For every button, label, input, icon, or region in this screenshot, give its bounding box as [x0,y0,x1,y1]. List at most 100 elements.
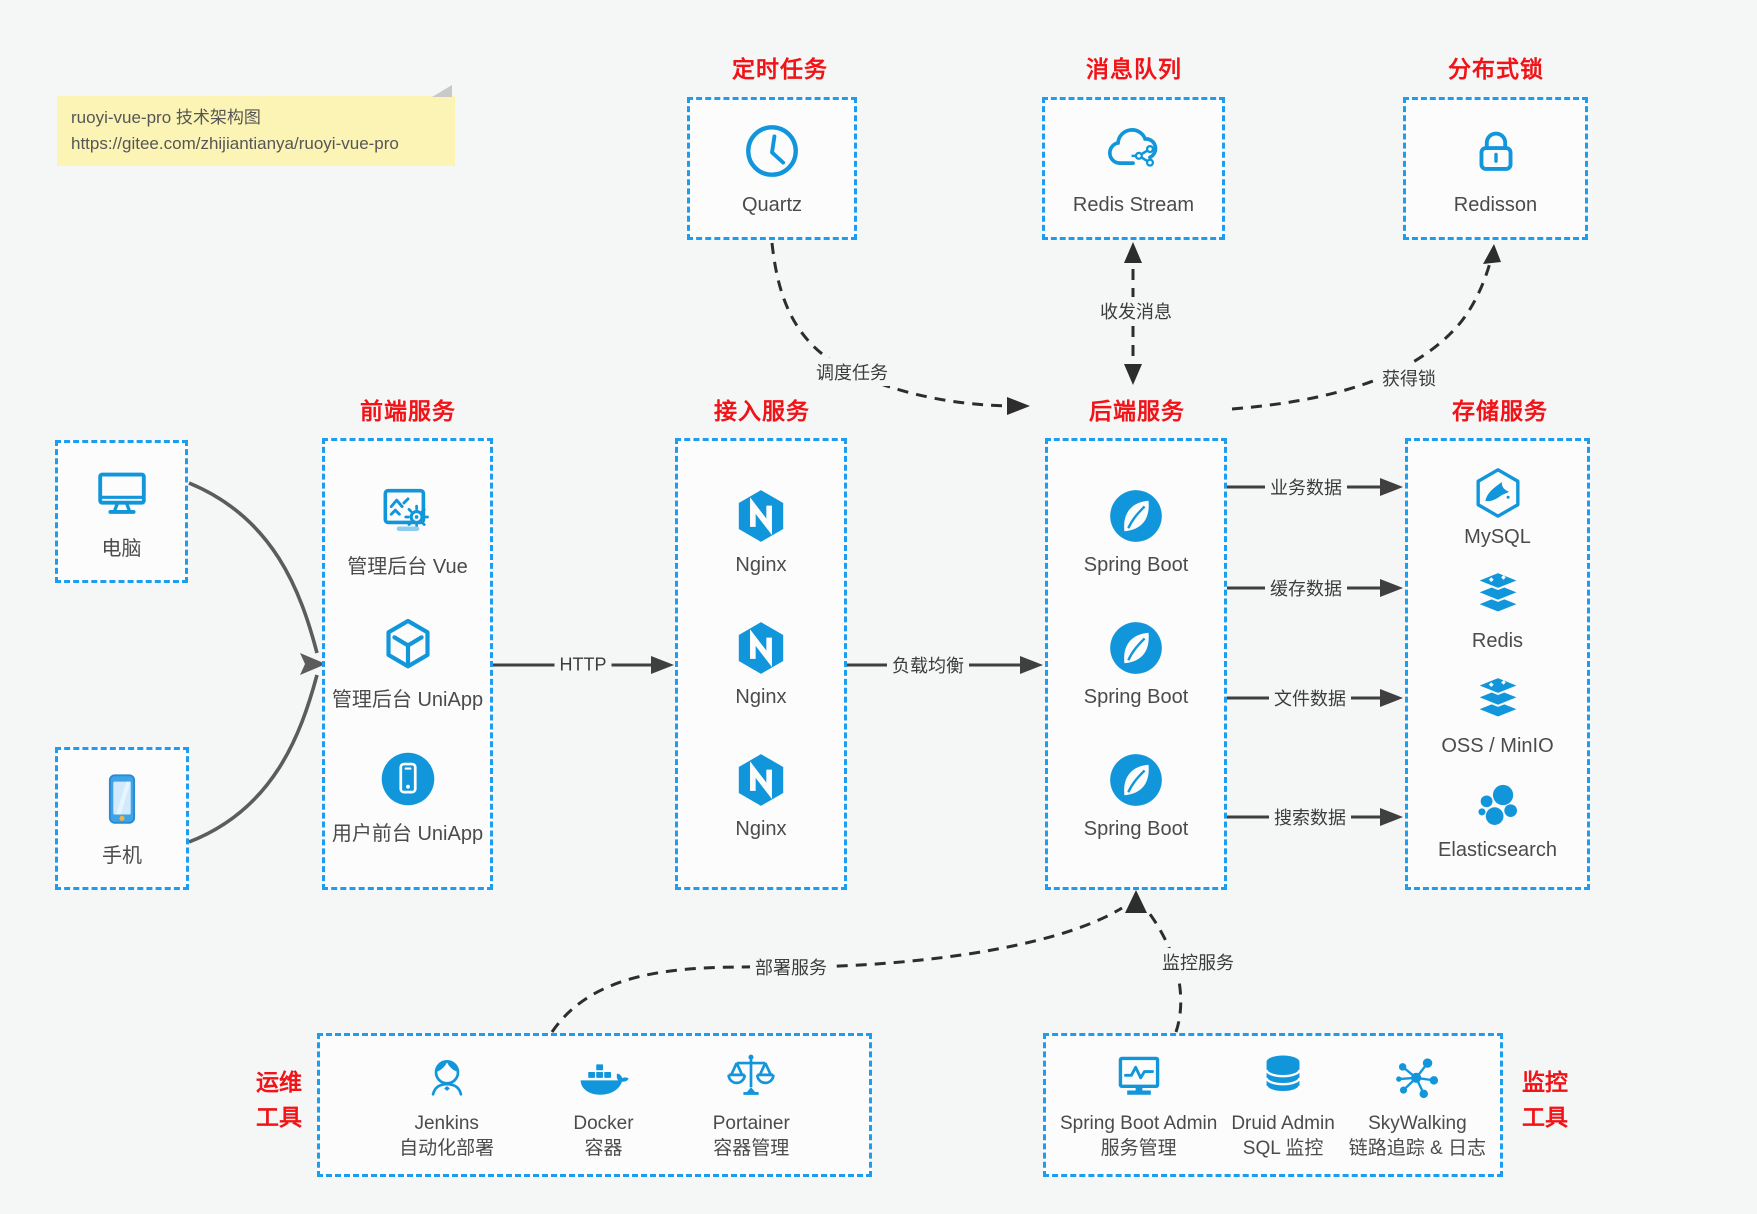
redis-stream-label: Redis Stream [1072,194,1195,216]
item-label: Elasticsearch [1438,838,1557,861]
jenkins-icon [420,1050,474,1104]
mysql-icon [1471,466,1525,520]
item-label: MySQL [1464,526,1531,549]
ops-item-docker: Docker 容器 [573,1050,634,1161]
redisson-label: Redisson [1453,194,1538,216]
item-label: Nginx [735,554,787,576]
item-name: SkyWalking [1368,1112,1467,1134]
pc-label: 电脑 [101,538,142,560]
lock-icon [1465,120,1527,182]
item-label: Nginx [735,686,787,708]
nginx-icon [732,751,790,809]
edge-label-deploy-service: 部署服务 [750,953,832,981]
spring-boot-icon [1107,619,1165,677]
spring-boot-admin-icon [1112,1050,1166,1104]
storage-item-oss-minio: OSS / MinIO [1441,675,1554,758]
clock-icon [741,120,803,182]
monitor-item-skywalking: SkyWalking 链路追踪 & 日志 [1349,1050,1486,1161]
acquire-lock-curve [1231,254,1494,411]
item-desc: SQL 监控 [1242,1137,1324,1159]
monitoring-label-line2: 工具 [1522,1104,1568,1130]
title-access-services: 接入服务 [714,398,810,424]
edge-label-schedule-task: 调度任务 [811,358,893,386]
nginx-icon [732,487,790,545]
item-name: Docker [573,1112,634,1134]
ops-label-line2: 工具 [256,1104,302,1130]
item-name: Druid Admin [1231,1112,1335,1134]
access-item-nginx-1: Nginx [732,487,790,577]
item-desc: 容器管理 [713,1137,790,1159]
ops-tools-box: Jenkins 自动化部署 Docker 容器 Portainer 容器管理 [317,1033,872,1177]
backend-item-springboot-2: Spring Boot [1084,619,1188,709]
edge-label-business-data: 业务数据 [1265,473,1347,501]
ops-item-portainer: Portainer 容器管理 [713,1050,790,1161]
monitor-item-druid-admin: Druid Admin SQL 监控 [1231,1050,1335,1161]
backend-item-springboot-3: Spring Boot [1083,751,1189,841]
item-desc: 容器 [584,1137,623,1159]
storage-item-redis: Redis [1471,570,1525,653]
monitoring-side-label: 监控 工具 [1514,1065,1576,1135]
backend-services-box: Spring Boot Spring Boot Spring Boot [1045,438,1227,890]
skywalking-icon [1390,1050,1444,1104]
mobile-to-frontend-curve [188,674,319,844]
monitoring-tools-box: Spring Boot Admin 服务管理 Druid Admin SQL 监… [1043,1033,1503,1177]
item-desc: 自动化部署 [399,1137,495,1159]
edge-label-send-receive-message: 收发消息 [1095,297,1177,325]
ops-tools-side-label: 运维 工具 [248,1065,310,1135]
smartphone-icon [91,769,153,831]
frontend-item-admin-vue: 管理后台 Vue [347,483,468,579]
frontend-services-box: 管理后台 Vue 管理后台 UniApp 用户前台 UniApp [322,438,493,890]
nginx-icon [732,619,790,677]
oss-minio-icon [1471,675,1525,729]
sticky-note: ruoyi-vue-pro 技术架构图 https://gitee.com/zh… [57,85,455,166]
note-fold-corner [432,85,452,97]
edge-label-acquire-lock: 获得锁 [1377,364,1441,392]
ops-label-line1: 运维 [256,1069,302,1095]
portainer-icon [724,1050,778,1104]
item-desc: 链路追踪 & 日志 [1348,1137,1487,1159]
quartz-label: Quartz [741,194,803,216]
quartz-box: Quartz [687,97,857,240]
docker-icon [576,1050,630,1104]
item-label: OSS / MinIO [1441,734,1554,757]
frontend-item-admin-uniapp: 管理后台 UniApp [332,616,483,712]
edge-label-load-balance: 负载均衡 [887,651,969,679]
mobile-label: 手机 [102,845,142,867]
item-label: Spring Boot [1083,554,1189,576]
pc-client-box: 电脑 [55,440,188,583]
pc-to-frontend-curve [188,481,319,654]
monitoring-label-line1: 监控 [1522,1069,1568,1095]
edge-label-search-data: 搜索数据 [1269,803,1351,831]
item-label: 管理后台 UniApp [331,689,484,711]
note-title: ruoyi-vue-pro 技术架构图 [71,108,261,127]
edge-label-file-data: 文件数据 [1269,684,1351,712]
spring-boot-icon [1107,487,1165,545]
storage-services-box: MySQL Redis OSS / MinIO Elasticsearch [1405,438,1590,890]
redis-icon [1471,570,1525,624]
item-label: Spring Boot [1083,818,1189,840]
druid-db-icon [1256,1050,1310,1104]
item-label: Redis [1471,630,1524,653]
storage-item-mysql: MySQL [1464,466,1531,549]
note-url: https://gitee.com/zhijiantianya/ruoyi-vu… [71,134,399,153]
title-frontend-services: 前端服务 [360,398,456,424]
item-desc: 服务管理 [1100,1137,1177,1159]
title-scheduled-task: 定时任务 [732,56,828,82]
user-uniapp-icon [379,750,437,808]
cloud-stream-icon [1103,120,1165,182]
mobile-client-box: 手机 [55,747,189,890]
title-message-queue: 消息队列 [1086,56,1182,82]
deploy-service-curve [550,906,1123,1033]
item-label: Nginx [735,818,787,840]
frontend-item-user-uniapp: 用户前台 UniApp [332,750,483,846]
storage-item-elasticsearch: Elasticsearch [1438,779,1557,862]
title-storage-services: 存储服务 [1452,398,1548,424]
access-item-nginx-2: Nginx [732,619,790,709]
access-services-box: Nginx Nginx Nginx [675,438,847,890]
edge-label-http: HTTP [554,653,612,677]
access-item-nginx-3: Nginx [732,751,790,841]
title-distributed-lock: 分布式锁 [1448,56,1544,82]
title-backend-services: 后端服务 [1089,398,1185,424]
uniapp-cube-icon [379,616,437,674]
